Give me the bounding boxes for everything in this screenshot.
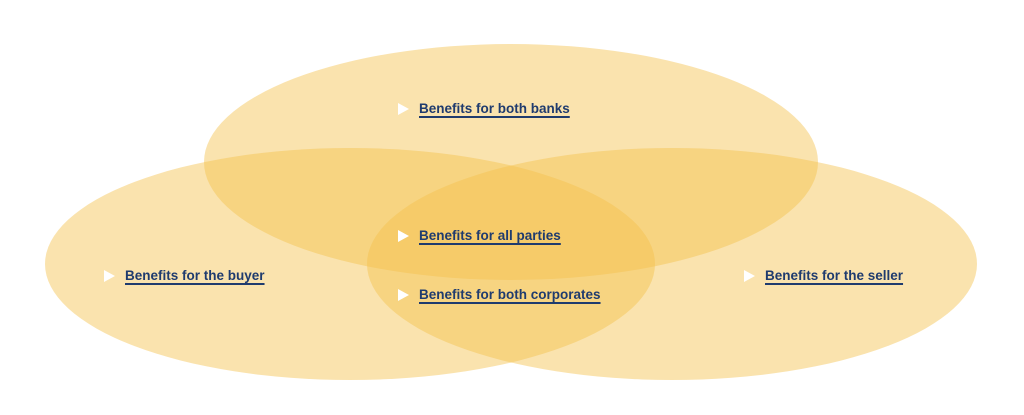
play-triangle-icon bbox=[744, 269, 755, 282]
play-triangle-icon bbox=[398, 288, 409, 301]
play-triangle-icon bbox=[104, 269, 115, 282]
ellipse-buyer bbox=[45, 148, 655, 380]
link-label-banks[interactable]: Benefits for both banks bbox=[419, 101, 570, 116]
link-label-buyer[interactable]: Benefits for the buyer bbox=[125, 268, 265, 283]
link-benefits-corporates[interactable]: Benefits for both corporates bbox=[398, 287, 601, 302]
link-label-seller[interactable]: Benefits for the seller bbox=[765, 268, 904, 283]
link-benefits-banks[interactable]: Benefits for both banks bbox=[398, 101, 570, 116]
ellipse-banks bbox=[204, 44, 818, 280]
link-label-corporates[interactable]: Benefits for both corporates bbox=[419, 287, 601, 302]
link-benefits-seller[interactable]: Benefits for the seller bbox=[744, 268, 903, 283]
ellipse-seller bbox=[367, 148, 977, 380]
link-label-all-parties[interactable]: Benefits for all parties bbox=[419, 228, 561, 243]
link-benefits-all-parties[interactable]: Benefits for all parties bbox=[398, 228, 561, 243]
play-triangle-icon bbox=[398, 229, 409, 242]
link-benefits-buyer[interactable]: Benefits for the buyer bbox=[104, 268, 265, 283]
play-triangle-icon bbox=[398, 102, 409, 115]
